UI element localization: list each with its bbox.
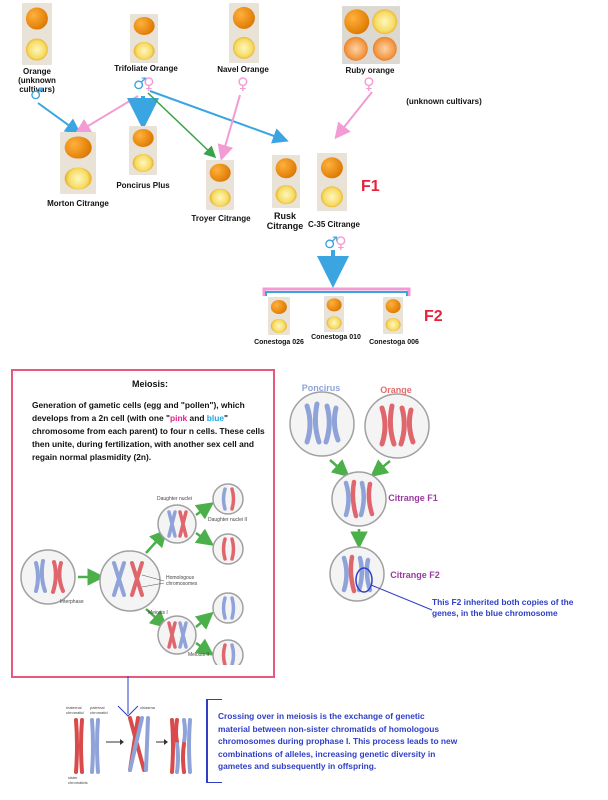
chiasma-label: chiasma: [140, 705, 155, 710]
c35-citrange-label: C-35 Citrange: [307, 220, 360, 229]
navel-orange-photo: [229, 3, 259, 63]
conestoga-010-label: Conestoga 010: [311, 334, 361, 341]
orange-chromosome-label: Orange: [380, 385, 412, 395]
arrow-trifoliate-to-troyer: [147, 92, 217, 159]
meiosis-2-label: Meiosis II: [188, 652, 210, 658]
blue-word: blue: [206, 413, 224, 423]
meiosis-title: Meiosis:: [131, 379, 168, 389]
c35-citrange-photo: [317, 153, 347, 211]
conestoga-006-photo: [383, 297, 403, 334]
f2-label: F2: [424, 308, 443, 325]
unknown-cultivars-label: (unknown cultivars): [406, 97, 482, 106]
inheritance-diagram: [289, 391, 433, 611]
male-symbol: ♂: [324, 233, 339, 252]
conestoga-010-photo: [324, 296, 344, 332]
crossing-over-box: [206, 699, 208, 783]
crossing-over-connector: [117, 676, 139, 717]
pedigree-arrows: [37, 90, 411, 296]
f2-bracket: [262, 287, 411, 296]
morton-citrange-label: Morton Citrange: [47, 199, 109, 208]
ruby-orange-photo: [342, 6, 400, 64]
crossing-over-box-bottom: [206, 782, 222, 783]
conestoga-026-label: Conestoga 026: [254, 339, 304, 346]
poncirus-label: Poncirus: [301, 383, 341, 393]
sister-chromatids-label: sister chromatids: [68, 775, 88, 785]
female-symbol: ♀: [143, 74, 155, 93]
navel-orange-label: Navel Orange: [217, 65, 269, 74]
maternal-chromatid-label: maternal chromatid: [66, 705, 84, 715]
meiosis-text-1: Generation of gametic cells (egg and "po…: [32, 400, 245, 423]
citrange-f1-label: Citrange F1: [388, 493, 438, 503]
orange-photo: [22, 3, 52, 65]
poncirus-plus-photo: [129, 126, 157, 175]
female-symbol: ♀: [237, 74, 249, 93]
rusk-citrange-photo: [272, 155, 300, 208]
female-symbol: ♀: [335, 233, 347, 252]
meiosis-diagram: [20, 483, 244, 665]
paternal-chromatid-label: paternal chromatid: [90, 705, 108, 715]
meiosis-1-label: Meiosis I: [148, 610, 168, 616]
crossing-over-box-top: [206, 699, 222, 700]
poncirus-plus-label: Poncirus Plus: [116, 181, 170, 190]
daughter-nuclei-2-label: Daughter nuclei II: [208, 517, 248, 523]
pink-word: pink: [170, 413, 188, 423]
f1-label: F1: [361, 178, 380, 195]
morton-citrange-photo: [60, 132, 96, 194]
troyer-citrange-label: Troyer Citrange: [191, 214, 251, 223]
meiosis-panel: [11, 369, 275, 678]
homologous-chromosomes-label: Homologous chromosomes: [166, 575, 198, 587]
ruby-orange-label: Ruby orange: [345, 66, 395, 75]
arrow-orange-to-morton: [37, 102, 82, 135]
interphase-label: Interphase: [60, 599, 84, 605]
trifoliate-orange-label: Trifoliate Orange: [114, 64, 178, 73]
troyer-citrange-photo: [206, 160, 234, 210]
crossing-over-text: Crossing over in meiosis is the exchange…: [218, 711, 458, 771]
arrow-ruby-to-rusk: [334, 91, 373, 140]
male-symbol: ♂: [133, 74, 148, 93]
trifoliate-orange-photo: [130, 14, 158, 63]
orange-label: Orange (unknown cultivars): [18, 67, 56, 94]
arrow-navel-to-troyer: [217, 94, 241, 161]
rusk-citrange-label: Rusk Citrange: [266, 211, 304, 231]
conestoga-006-label: Conestoga 006: [369, 339, 419, 346]
crossing-over-diagram: [74, 716, 192, 774]
arrow-trifoliate-to-rusk: [149, 90, 289, 144]
meiosis-description: Generation of gametic cells (egg and "po…: [32, 399, 266, 464]
citrange-f2-label: Citrange F2: [390, 570, 440, 580]
meiosis-text-2: " chromosome from each parent) to four n…: [32, 413, 265, 462]
female-symbol: ♀: [363, 74, 375, 93]
conestoga-026-photo: [268, 297, 290, 335]
male-symbol: ♂: [30, 84, 45, 103]
f2-note: This F2 inherited both copies of the gen…: [432, 597, 574, 618]
daughter-nuclei-label: Daughter nuclei: [157, 496, 193, 502]
meiosis-text-and: and: [187, 413, 207, 423]
